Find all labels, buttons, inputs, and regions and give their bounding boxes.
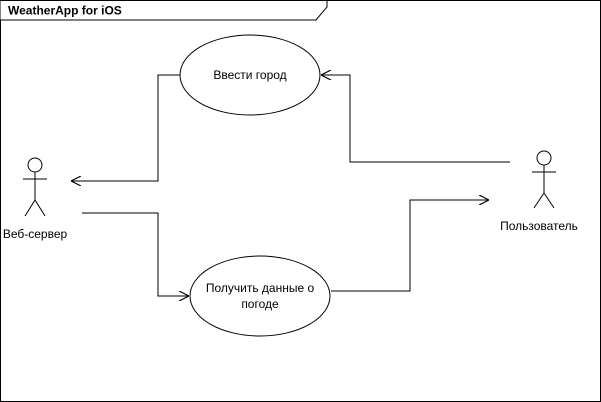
connector-enter-city-to-web-server: [72, 74, 180, 181]
frame-title-tab: WeatherApp for iOS: [0, 0, 328, 21]
stick-figure-icon: [23, 157, 47, 217]
actor-web-server[interactable]: Веб-сервер: [3, 157, 68, 241]
use-case-enter-city[interactable]: Ввести город: [179, 34, 321, 116]
actor-label-web-server: Веб-сервер: [3, 227, 68, 241]
stick-figure-icon: [532, 150, 556, 209]
connector-get-weather-to-user: [331, 200, 488, 292]
use-case-get-weather[interactable]: Получить данные о погоде: [189, 255, 331, 337]
frame-title: WeatherApp for iOS: [8, 4, 122, 18]
use-case-label-enter-city: Ввести город: [213, 68, 286, 82]
actor-user[interactable]: Пользователь: [500, 150, 578, 233]
use-case-label-get-weather-line2: погоде: [241, 297, 279, 311]
connector-user-to-enter-city: [322, 75, 510, 163]
actor-label-user: Пользователь: [500, 219, 578, 233]
use-case-label-get-weather-line1: Получить данные о: [206, 281, 315, 295]
connector-web-server-to-get-weather: [82, 212, 188, 296]
